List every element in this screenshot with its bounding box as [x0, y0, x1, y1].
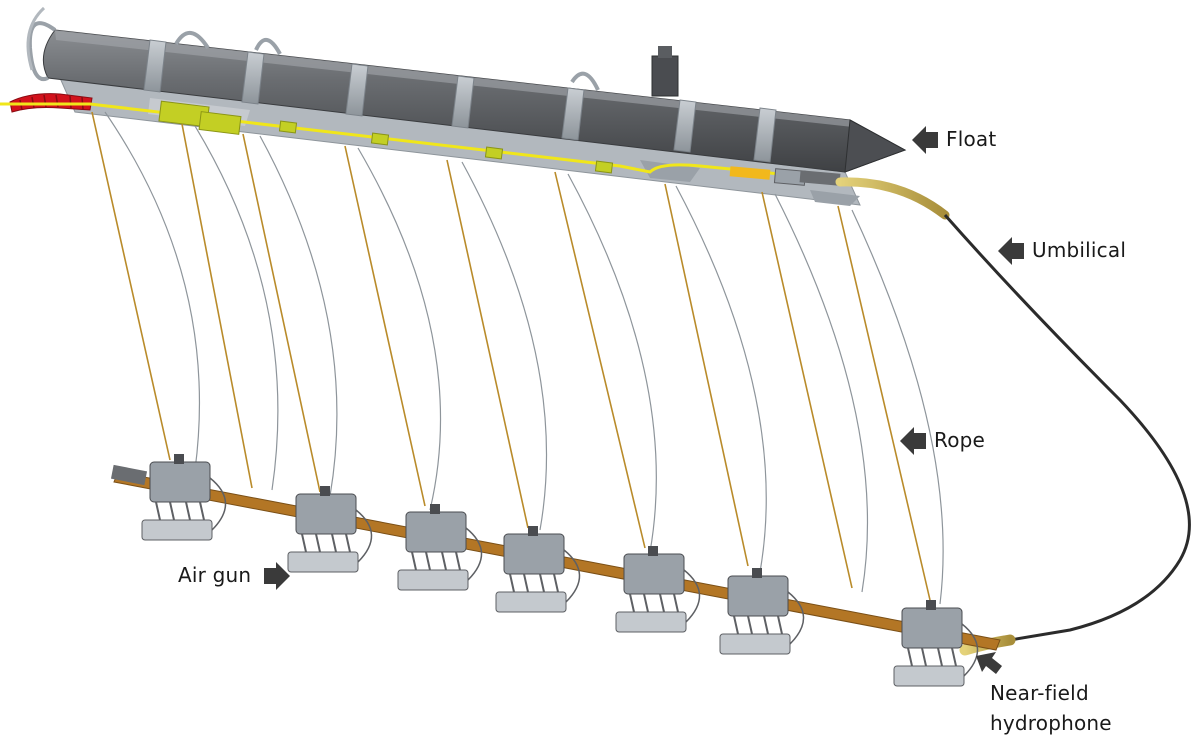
rope-arrow-icon	[900, 427, 926, 455]
float-valve	[651, 55, 679, 97]
air-gun-cluster	[719, 568, 805, 655]
air-gun-cluster	[893, 600, 979, 687]
air-gun-cluster	[287, 486, 373, 573]
air-gun-cluster	[495, 526, 581, 613]
float-arrow-icon	[912, 126, 938, 154]
suspension-ropes	[91, 111, 944, 605]
umbilical-arrow-icon	[998, 237, 1024, 265]
hydrophone-arrow-icon	[976, 652, 1002, 674]
air-gun-cluster	[141, 454, 227, 541]
hydrophone-label-line1: Near-field	[990, 681, 1089, 705]
air-gun-cluster	[615, 546, 701, 633]
air-gun-clusters	[141, 454, 979, 687]
float-nose-cone	[844, 119, 907, 173]
hydrophone-label: Near-field hydrophone	[990, 678, 1112, 738]
float-label: Float	[946, 127, 997, 151]
rope-label: Rope	[934, 428, 986, 452]
float-rear-cage	[27, 21, 57, 82]
supply-cable	[0, 100, 841, 186]
hydrophone-label-line2: hydrophone	[990, 711, 1112, 735]
umbilical-label: Umbilical	[1032, 238, 1127, 262]
air-gun-label: Air gun	[178, 563, 252, 587]
air-gun-arrow-icon	[264, 562, 290, 590]
float	[26, 6, 907, 173]
air-gun-cluster	[397, 504, 483, 591]
